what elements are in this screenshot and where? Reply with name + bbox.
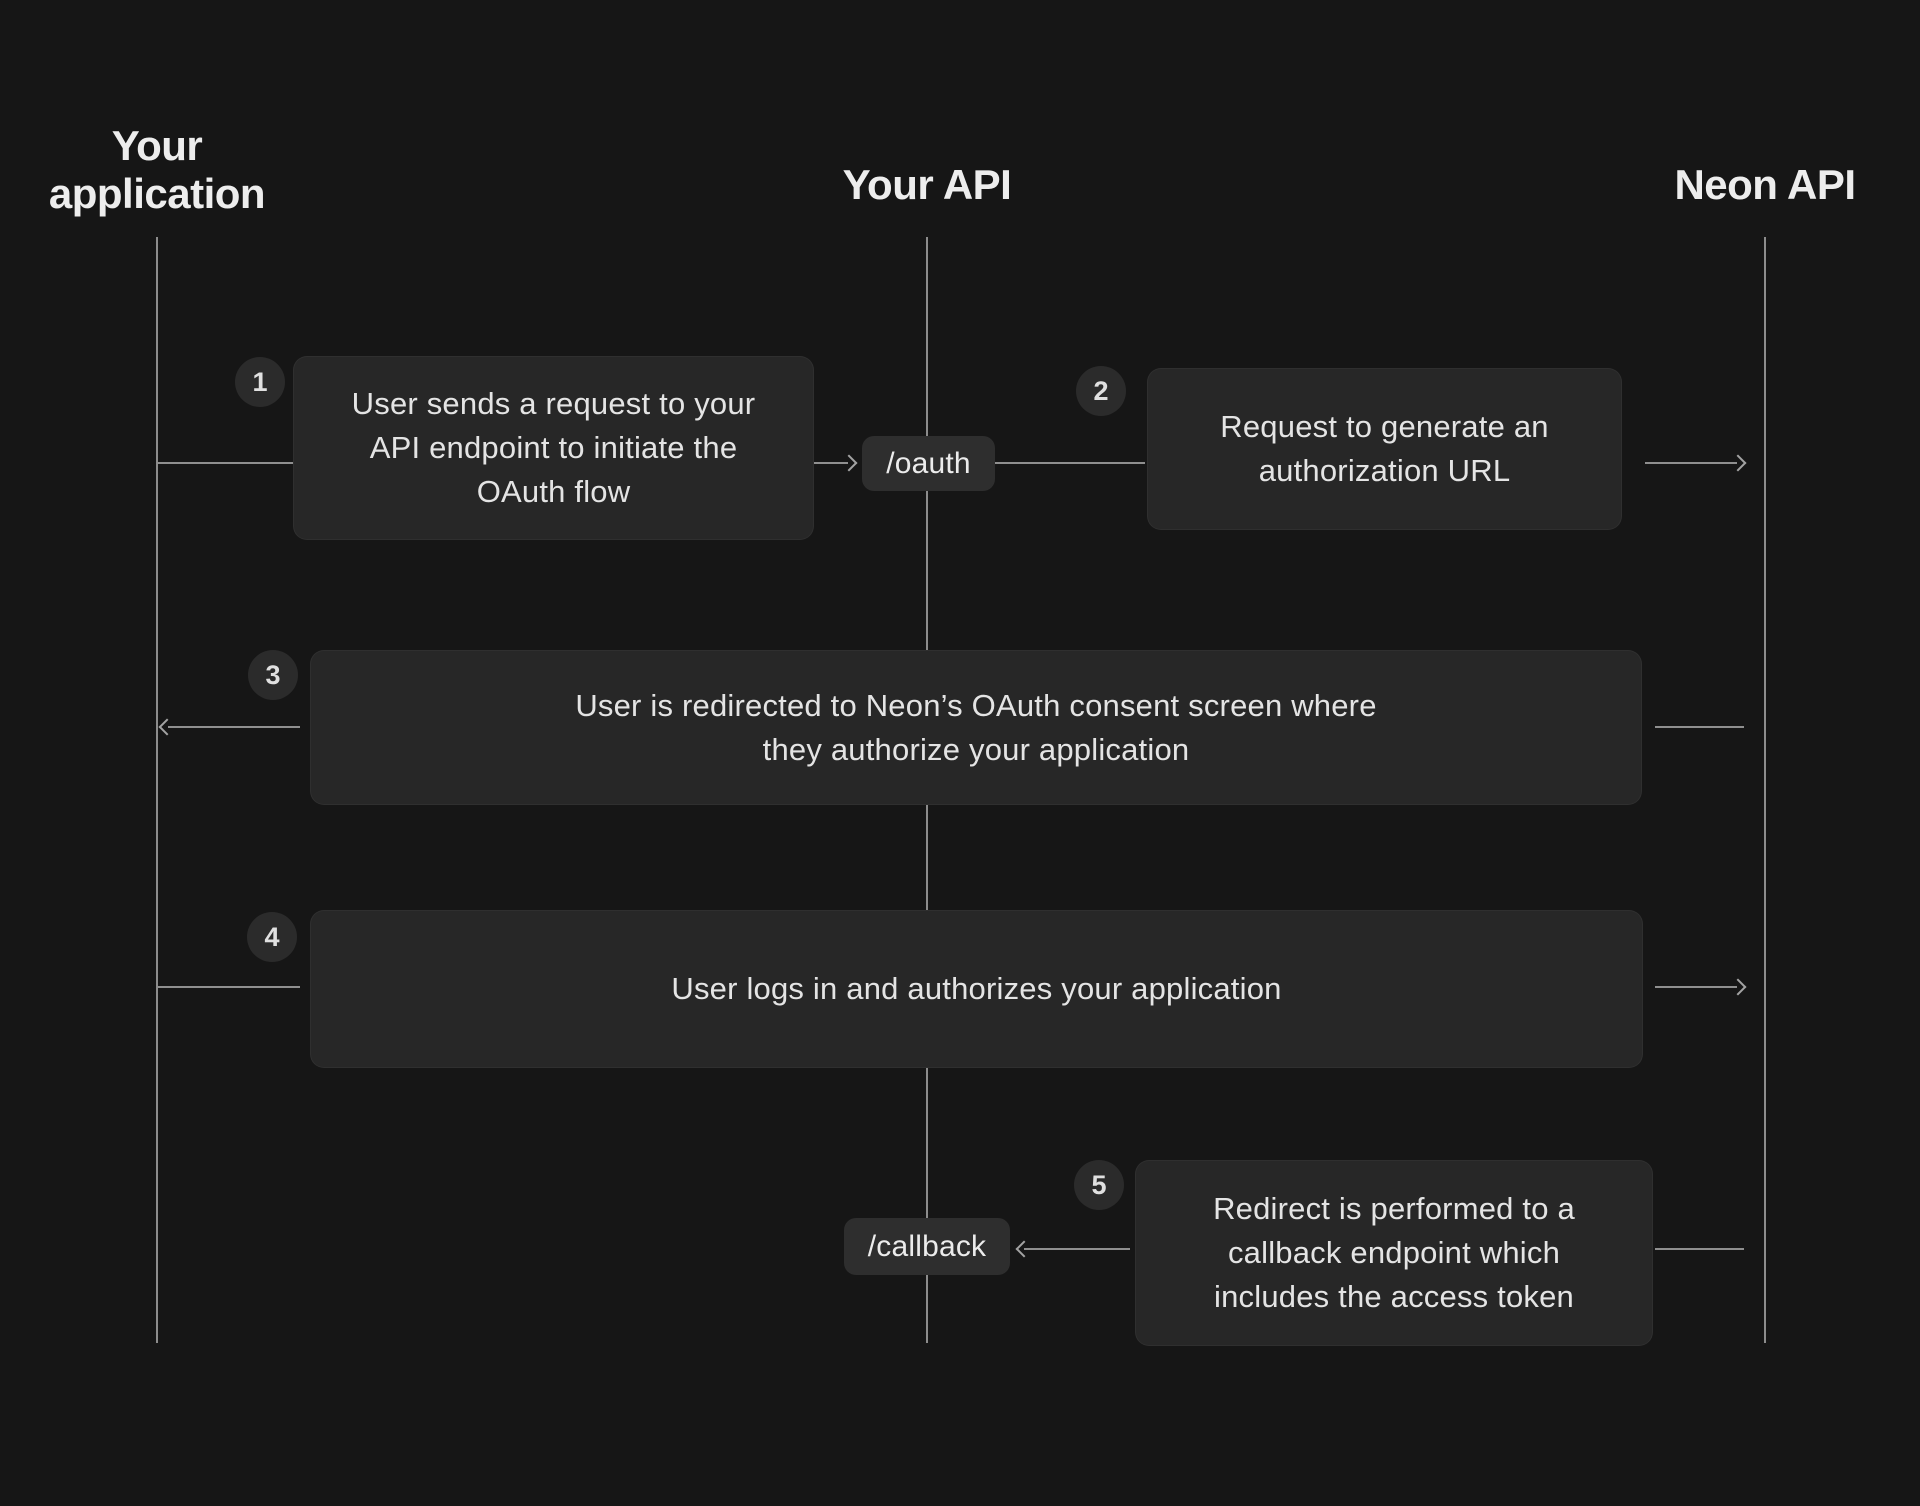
step-text-line: includes the access token [1214, 1279, 1574, 1314]
message-line [1655, 986, 1737, 988]
step-number: 2 [1093, 375, 1109, 406]
step-text-line: they authorize your application [762, 731, 1190, 767]
arrowhead-right-icon [1729, 454, 1747, 472]
lane-heading-line: Neon API [1674, 161, 1856, 208]
arrowhead-right-icon [1729, 978, 1747, 996]
step-badge-5: 5 [1074, 1160, 1124, 1210]
message-line [1645, 462, 1737, 464]
step-badge-2: 2 [1076, 366, 1126, 416]
step-number: 4 [264, 921, 280, 952]
step-text-line: API endpoint to initiate the [369, 430, 738, 465]
message-line [1655, 726, 1744, 728]
message-line [1024, 1248, 1130, 1250]
step-text-line: User logs in and authorizes your applica… [671, 971, 1282, 1006]
lifeline-neon-api [1764, 237, 1766, 1343]
step-number: 1 [252, 366, 268, 397]
step-text-line: callback endpoint which [1227, 1235, 1561, 1270]
endpoint-text: /oauth [886, 446, 971, 480]
step-text-line: OAuth flow [476, 474, 631, 509]
step-badge-4: 4 [247, 912, 297, 962]
step-text-line: Redirect is performed to a [1213, 1191, 1575, 1226]
step-box-2: Request to generate an authorization URL [1147, 368, 1622, 530]
message-line [157, 462, 293, 464]
message-line [168, 726, 300, 728]
step-box-3: User is redirected to Neon’s OAuth conse… [310, 650, 1642, 805]
message-line [814, 462, 848, 464]
lane-heading-your-application: Your application [0, 122, 357, 218]
message-line [1655, 1248, 1744, 1250]
arrowhead-right-icon [840, 454, 858, 472]
step-text-line: User is redirected to Neon’s OAuth conse… [575, 687, 1377, 723]
lane-heading-line: Your [111, 122, 203, 169]
step-badge-1: 1 [235, 357, 285, 407]
lifeline-your-application [156, 237, 158, 1343]
lane-heading-line: application [48, 170, 266, 217]
step-text-line: Request to generate an [1220, 409, 1549, 444]
step-box-4: User logs in and authorizes your applica… [310, 910, 1643, 1068]
step-badge-3: 3 [248, 650, 298, 700]
message-line [995, 462, 1145, 464]
step-text-line: authorization URL [1258, 453, 1511, 488]
step-number: 3 [265, 659, 281, 690]
step-text-line: User sends a request to your [351, 386, 756, 421]
lane-heading-your-api: Your API [727, 161, 1127, 209]
endpoint-text: /callback [867, 1229, 987, 1263]
step-box-5: Redirect is performed to a callback endp… [1135, 1160, 1653, 1346]
message-line [157, 986, 300, 988]
step-number: 5 [1091, 1169, 1107, 1200]
lane-heading-line: Your API [842, 161, 1012, 208]
step-box-1: User sends a request to your API endpoin… [293, 356, 814, 540]
endpoint-label-oauth: /oauth [862, 436, 995, 491]
lane-heading-neon-api: Neon API [1565, 161, 1920, 209]
endpoint-label-callback: /callback [844, 1218, 1010, 1275]
